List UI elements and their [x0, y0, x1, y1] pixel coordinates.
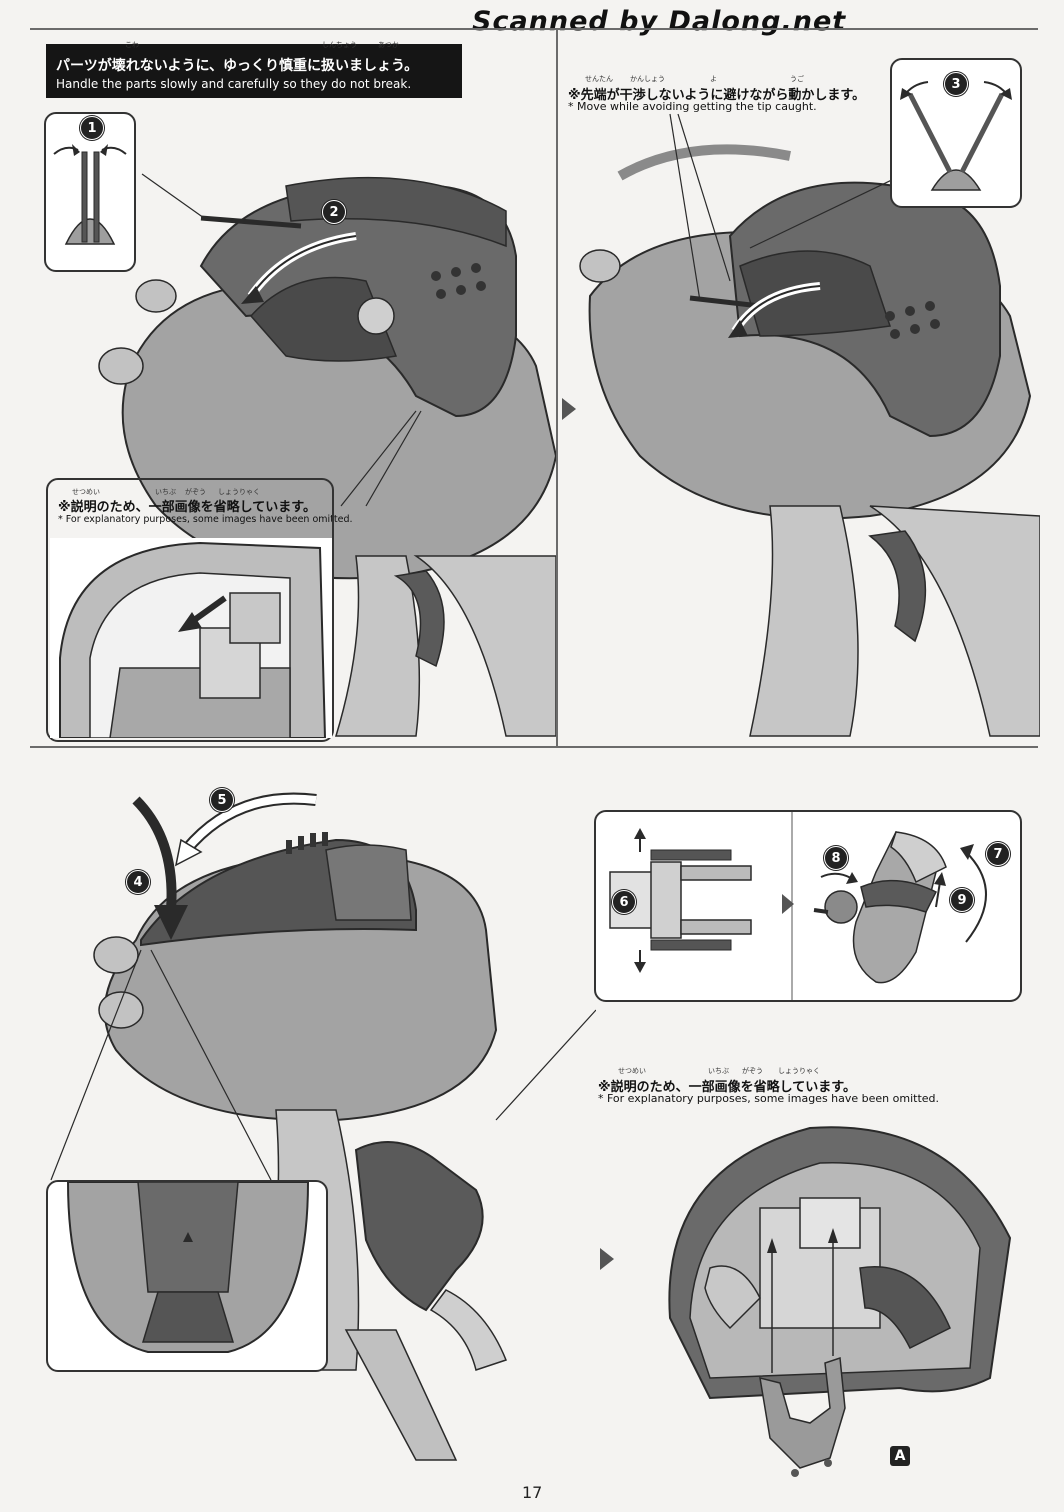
frame-horizontal-middle [30, 746, 1038, 748]
step-7-badge: 7 [986, 842, 1010, 866]
omit-note-jp-2: ※説明のため、一部画像を省略しています。 [598, 1080, 856, 1095]
panel-1-illustration [98, 173, 556, 737]
ruby-shincho: しんちょう [322, 41, 357, 49]
omit-ruby-1d: しょうりゃく [218, 488, 260, 496]
tip-note-jp: ※先端が干渉しないように避けながら動かします。 [568, 88, 866, 103]
tip-ruby-d: うご [790, 75, 804, 83]
panel-4-illustration [668, 1126, 1012, 1477]
part-steps-illustration [609, 812, 987, 1000]
notice-en: Handle the parts slowly and carefully so… [56, 77, 412, 91]
omit-ruby-2a: せつめい [618, 1067, 646, 1075]
omit-ruby-1b: いちぶ [155, 488, 176, 496]
step-3-badge: 3 [944, 72, 968, 96]
omit-ruby-2d: しょうりゃく [778, 1067, 820, 1075]
tip-ruby-b: かんしょう [630, 75, 665, 83]
ruby-kowa: こわ [125, 41, 139, 49]
next-arrow-1 [562, 398, 576, 420]
frame-top [30, 28, 1038, 30]
next-arrow-2 [600, 1248, 614, 1270]
step-6-badge: 6 [612, 890, 636, 914]
step-9-badge: 9 [950, 888, 974, 912]
omit-note-jp-1: ※説明のため、一部画像を省略しています。 [58, 500, 316, 515]
tip-ruby-a: せんたん [585, 75, 613, 83]
step-2-badge: 2 [322, 200, 346, 224]
page-number: 17 [522, 1483, 543, 1502]
rear-view-illustration [66, 1182, 310, 1353]
omit-ruby-1a: せつめい [72, 488, 100, 496]
antenna-open-illustration [900, 81, 1012, 191]
step-5-badge: 5 [210, 788, 234, 812]
inset-antenna-open [890, 58, 1022, 208]
step-8-badge: 8 [824, 846, 848, 870]
omit-ruby-2b: いちぶ [708, 1067, 729, 1075]
step-1-badge: 1 [80, 116, 104, 140]
inset-cockpit-detail [46, 478, 334, 742]
omit-ruby-2c: がぞう [742, 1067, 763, 1075]
watermark: Scanned by Dalong.net [472, 6, 847, 37]
tip-ruby-c: よ [710, 75, 717, 83]
notice-jp: パーツが壊れないように、ゆっくり慎重に扱いましょう。 [56, 58, 419, 74]
omit-note-en-1: * For explanatory purposes, some images … [58, 514, 353, 525]
ruby-atsuka: あつか [378, 41, 399, 49]
frame-vertical-upper [556, 28, 558, 746]
omit-note-en-2: * For explanatory purposes, some images … [598, 1092, 940, 1105]
part-a-label: A [890, 1446, 910, 1466]
caution-notice: パーツが壊れないように、ゆっくり慎重に扱いましょう。 Handle the pa… [46, 44, 462, 98]
omit-ruby-1c: がぞう [185, 488, 206, 496]
step-4-badge: 4 [126, 870, 150, 894]
cockpit-detail-illustration [50, 538, 332, 738]
inset-rear-view [46, 1180, 328, 1372]
tip-note-en: * Move while avoiding getting the tip ca… [568, 100, 817, 113]
antenna-close-illustration [53, 144, 127, 245]
panel-2-illustration [579, 113, 1040, 737]
